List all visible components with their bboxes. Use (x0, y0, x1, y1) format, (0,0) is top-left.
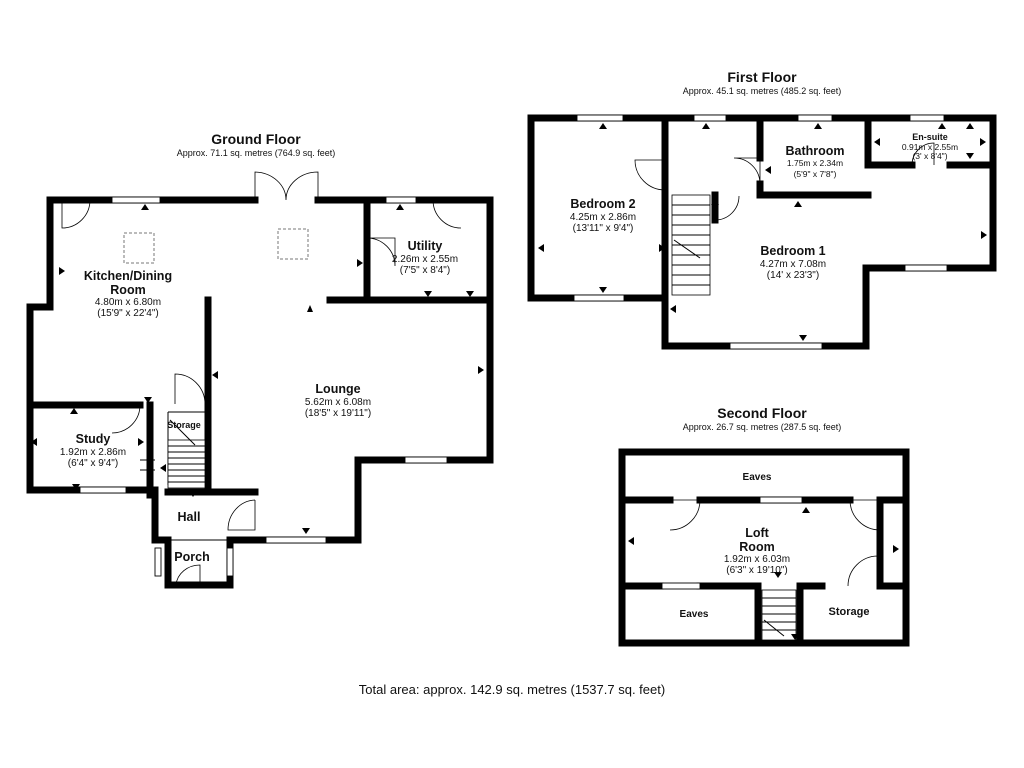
loft-window (759, 496, 803, 504)
ground-markers (31, 204, 484, 534)
lounge-skylight (277, 228, 309, 260)
first-floor-title: First Floor (727, 69, 797, 85)
ensuite-door (911, 142, 935, 166)
bedroom2-window-top (576, 114, 624, 122)
ground-floor-area: Approx. 71.1 sq. metres (764.9 sq. feet) (177, 148, 336, 158)
storage-name: Storage (167, 420, 201, 430)
ensuite-imperial: (3' x 8'4") (912, 151, 947, 161)
utility-back-door (432, 199, 462, 229)
study-window (79, 486, 127, 494)
study-door (111, 404, 141, 434)
ground-floor-title: Ground Floor (211, 131, 301, 147)
bathroom-window (797, 114, 833, 122)
second-markers (628, 507, 899, 640)
first-floor-area: Approx. 45.1 sq. metres (485.2 sq. feet) (683, 86, 842, 96)
eaves-window (661, 582, 701, 590)
utility-door (366, 237, 396, 267)
utility-window (385, 196, 417, 204)
lounge-window-front (265, 536, 327, 544)
kitchen-name-line1: Kitchen/Dining (84, 269, 172, 283)
porch-window-right (226, 547, 234, 577)
study-imperial: (6'4" x 9'4") (68, 458, 118, 469)
second-floor-area: Approx. 26.7 sq. metres (287.5 sq. feet) (683, 422, 842, 432)
bathroom-metric: 1.75m x 2.34m (787, 158, 843, 168)
bedroom2-metric: 4.25m x 2.86m (570, 212, 636, 223)
french-doors (254, 171, 319, 201)
bedroom2-window-bottom (573, 294, 625, 302)
bathroom-name: Bathroom (785, 144, 844, 158)
first-floor: First Floor Approx. 45.1 sq. metres (485… (527, 69, 997, 350)
bedroom2-imperial: (13'11" x 9'4") (573, 223, 634, 234)
loft-name-line2: Room (739, 540, 774, 554)
loft-imperial: (6'3" x 19'10") (726, 565, 788, 576)
loft-metric: 1.92m x 6.03m (724, 554, 790, 565)
eaves-door-right (849, 499, 881, 531)
first-stairs (671, 194, 711, 296)
lounge-name: Lounge (315, 382, 360, 396)
ensuite-name: En-suite (912, 132, 948, 142)
bedroom2-name: Bedroom 2 (570, 197, 635, 211)
bathroom-door (733, 157, 761, 185)
kitchen-imperial: (15'9" x 22'4") (97, 308, 159, 319)
second-floor: Second Floor Approx. 26.7 sq. metres (28… (618, 405, 910, 647)
study-metric: 1.92m x 2.86m (60, 447, 126, 458)
kitchen-metric: 4.80m x 6.80m (95, 297, 161, 308)
eaves-door-left (669, 499, 701, 531)
porch-window-left (154, 547, 162, 577)
storage-second-name: Storage (829, 606, 870, 618)
storage-door (174, 373, 206, 405)
lounge-window-right (404, 456, 448, 464)
utility-imperial: (7'5" x 8'4") (400, 265, 450, 276)
ground-stairs (167, 419, 206, 489)
ground-floor-interior-walls (26, 196, 494, 499)
porch-name: Porch (174, 550, 209, 564)
utility-metric: 2.26m x 2.55m (392, 254, 458, 265)
kitchen-name-line2: Room (110, 283, 145, 297)
hall-door (227, 499, 256, 531)
ground-floor: Ground Floor Approx. 71.1 sq. metres (76… (26, 131, 494, 589)
second-floor-outer-walls (618, 448, 910, 647)
ensuite-metric: 0.91m x 2.55m (902, 142, 958, 152)
eaves-bottom-name: Eaves (680, 609, 709, 620)
bedroom2-door (634, 159, 666, 191)
bedroom1-name: Bedroom 1 (760, 244, 825, 258)
porch-door (175, 564, 201, 586)
first-markers (538, 123, 987, 341)
bathroom-imperial: (5'9" x 7'8") (794, 169, 837, 179)
total-area: Total area: approx. 142.9 sq. metres (15… (359, 682, 665, 697)
second-floor-title: Second Floor (717, 405, 807, 421)
ensuite-window (909, 114, 945, 122)
first-floor-interior-walls (661, 114, 997, 302)
lounge-metric: 5.62m x 6.08m (305, 397, 371, 408)
loft-name-line1: Loft (745, 526, 769, 540)
kitchen-window (111, 196, 161, 204)
bedroom1-window-right (904, 264, 948, 272)
second-stairs (761, 589, 797, 641)
eaves-top-name: Eaves (743, 472, 772, 483)
utility-name: Utility (408, 239, 443, 253)
landing-window (693, 114, 727, 122)
bedroom1-imperial: (14' x 23'3") (767, 270, 819, 281)
study-name: Study (76, 432, 111, 446)
hall-name: Hall (178, 510, 201, 524)
bedroom1-door (714, 195, 740, 221)
kitchen-door (61, 199, 91, 229)
bedroom1-window-front (729, 342, 823, 350)
lounge-imperial: (18'5" x 19'11") (305, 408, 371, 419)
bedroom1-metric: 4.27m x 7.08m (760, 259, 826, 270)
storage-door-second (847, 555, 879, 587)
kitchen-skylight (123, 232, 155, 264)
